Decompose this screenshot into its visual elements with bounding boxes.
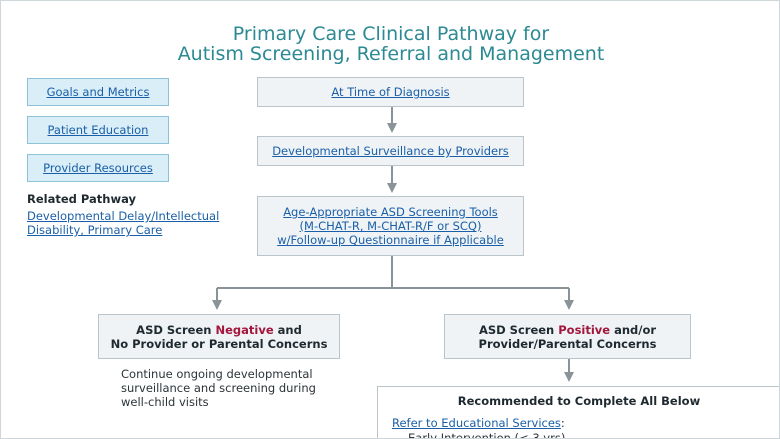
positive-keyword: Positive <box>558 322 611 337</box>
screening-tools-box[interactable]: Age-Appropriate ASD Screening Tools (M-C… <box>257 196 524 256</box>
negative-keyword: Negative <box>215 322 274 337</box>
negative-line2: No Provider or Parental Concerns <box>110 336 328 351</box>
refer-educational-line: Refer to Educational Services: <box>392 416 565 430</box>
goals-metrics-button[interactable]: Goals and Metrics <box>27 78 169 106</box>
page-title-line2: Autism Screening, Referral and Managemen… <box>177 43 605 65</box>
screening-link-line2[interactable]: (M-CHAT-R, M-CHAT-R/F or SCQ) <box>299 219 482 233</box>
recommended-box: Recommended to Complete All Below Refer … <box>377 386 779 439</box>
negative-line1: ASD Screen Negative and <box>136 322 302 337</box>
related-pathway-heading: Related Pathway <box>27 192 136 206</box>
screen-positive-box: ASD Screen Positive and/or Provider/Pare… <box>444 314 691 359</box>
patient-education-button[interactable]: Patient Education <box>27 116 169 144</box>
surveillance-link[interactable]: Developmental Surveillance by Providers <box>272 144 509 158</box>
screening-link-line1[interactable]: Age-Appropriate ASD Screening Tools <box>283 205 498 219</box>
surveillance-box[interactable]: Developmental Surveillance by Providers <box>257 136 524 166</box>
positive-line2: Provider/Parental Concerns <box>478 336 657 351</box>
screen-negative-box: ASD Screen Negative and No Provider or P… <box>98 314 340 359</box>
related-pathway-link-line2[interactable]: Disability, Primary Care <box>27 223 163 237</box>
recommended-heading: Recommended to Complete All Below <box>457 394 701 408</box>
positive-line1: ASD Screen Positive and/or <box>478 322 657 337</box>
related-pathway-link-line1[interactable]: Developmental Delay/Intellectual <box>27 209 220 223</box>
refer-educational-link[interactable]: Refer to Educational Services <box>392 416 561 430</box>
page-title-line1: Primary Care Clinical Pathway for <box>232 23 550 45</box>
screening-link-line3[interactable]: w/Follow-up Questionnaire if Applicable <box>277 233 504 247</box>
diagnosis-link[interactable]: At Time of Diagnosis <box>331 85 450 99</box>
early-intervention-item: Early Intervention (< 3 yrs) <box>408 431 566 439</box>
negative-note: Continue ongoing developmental surveilla… <box>121 367 316 409</box>
diagnosis-box[interactable]: At Time of Diagnosis <box>257 77 524 107</box>
provider-resources-button[interactable]: Provider Resources <box>27 154 169 182</box>
